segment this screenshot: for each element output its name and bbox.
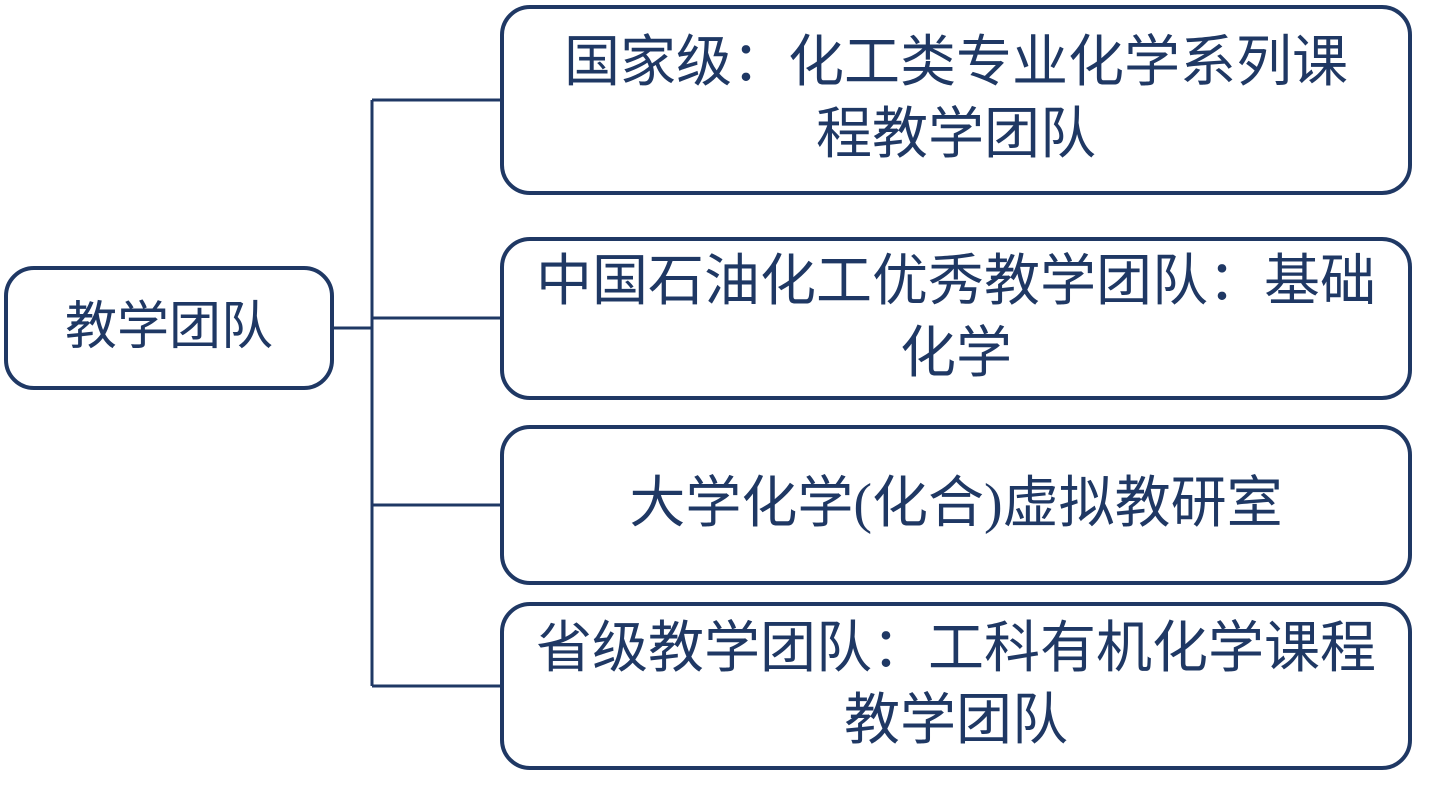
root-node-label: 教学团队 bbox=[64, 298, 273, 356]
child-node-label: 省级教学团队：工科有机化学课程 教学团队 bbox=[536, 618, 1376, 752]
child-node-label: 中国石油化工优秀教学团队：基础 化学 bbox=[536, 250, 1376, 385]
child-node-provincial-team: 省级教学团队：工科有机化学课程 教学团队 bbox=[500, 602, 1412, 770]
child-node-label: 国家级：化工类专业化学系列课 程教学团队 bbox=[564, 32, 1348, 166]
child-node-virtual-office: 大学化学(化合)虚拟教研室 bbox=[500, 425, 1412, 585]
root-node: 教学团队 bbox=[4, 266, 334, 390]
child-node-label: 大学化学(化合)虚拟教研室 bbox=[629, 473, 1283, 536]
child-node-national-team: 国家级：化工类专业化学系列课 程教学团队 bbox=[500, 5, 1412, 195]
child-node-sinopec-team: 中国石油化工优秀教学团队：基础 化学 bbox=[500, 237, 1412, 400]
